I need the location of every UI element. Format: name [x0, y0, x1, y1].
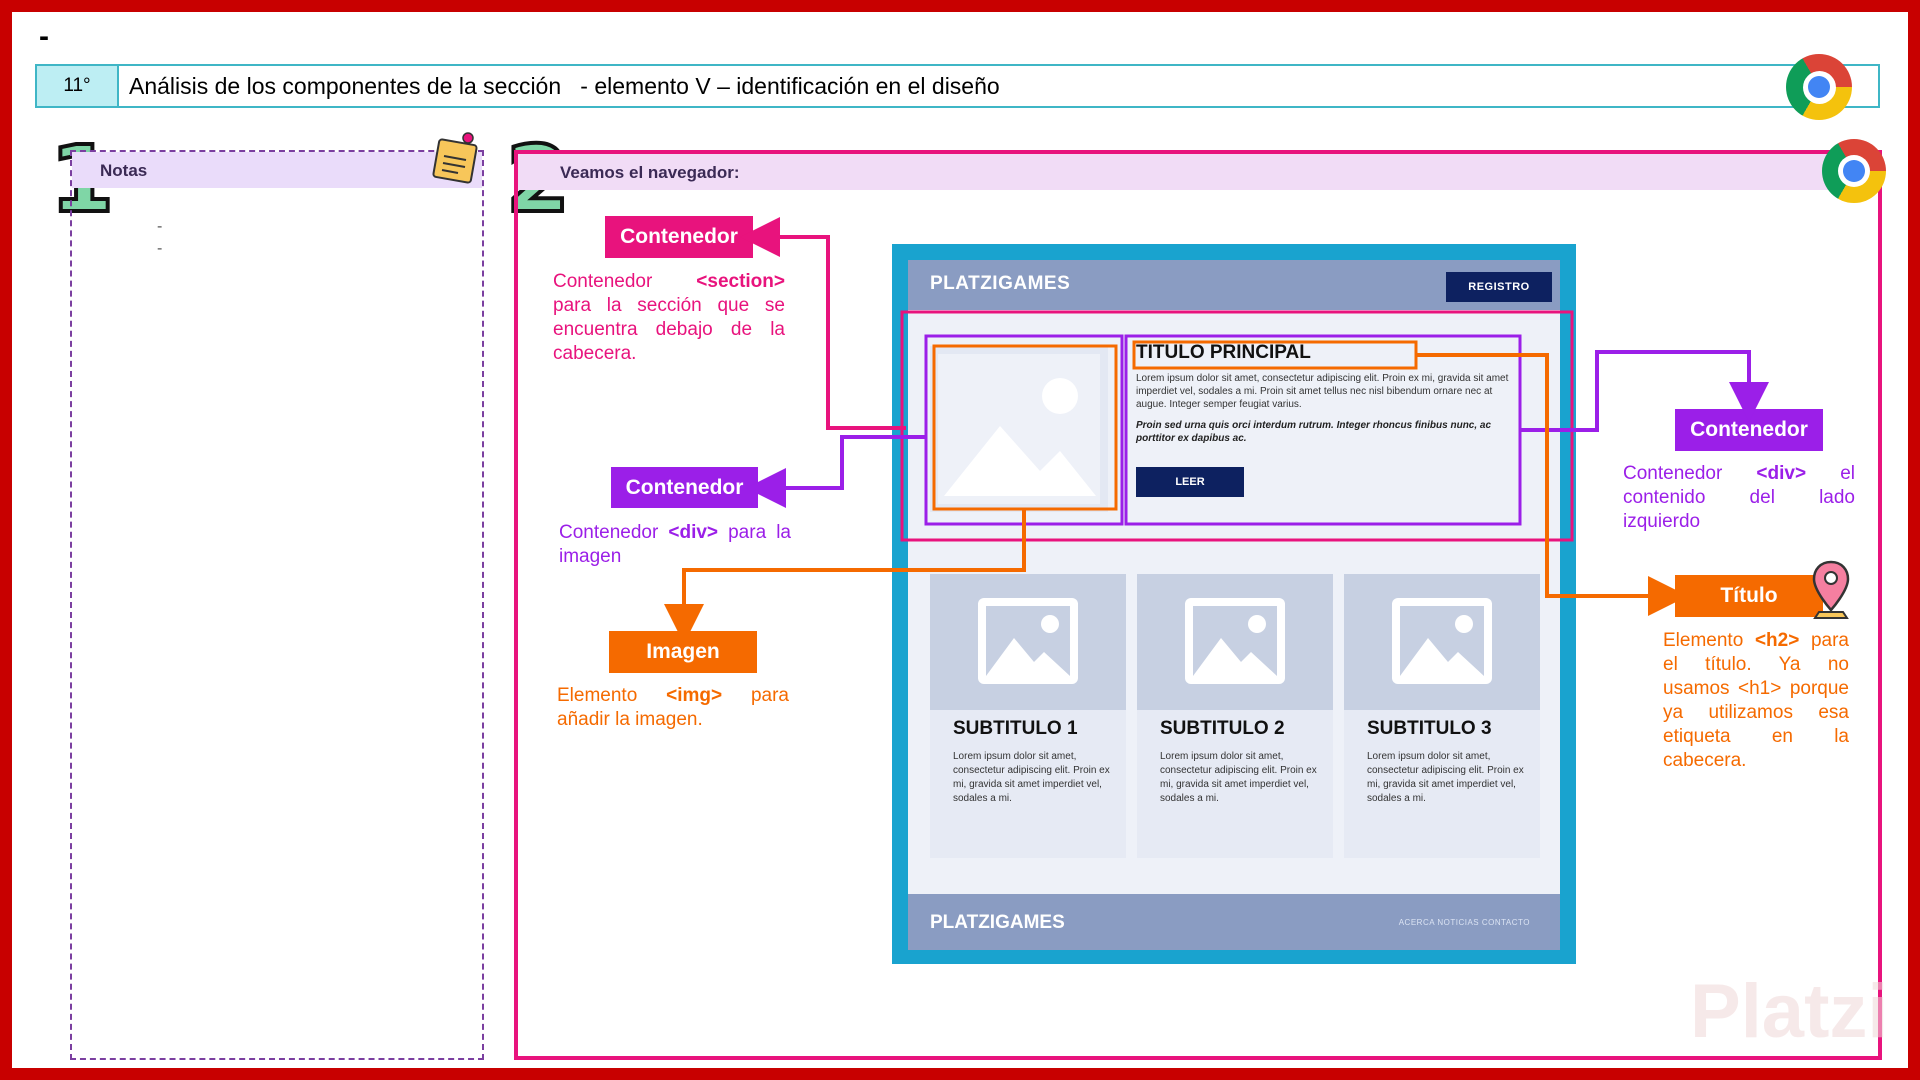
mockup-main-title: TITULO PRINCIPAL [1136, 342, 1311, 363]
image-placeholder-icon [1392, 598, 1492, 684]
div-image-tag: Contenedor [611, 467, 758, 508]
mockup-paragraph-bold: Proin sed urna quis orci interdum rutrum… [1136, 420, 1492, 444]
website-mockup-page: PLATZIGAMES REGISTRO TITULO PRINCIPAL Lo… [908, 260, 1560, 950]
card-text: Lorem ipsum dolor sit amet, consectetur … [1160, 751, 1317, 804]
mockup-footer: PLATZIGAMES ACERCA NOTICIAS CONTACTO [908, 894, 1560, 950]
browser-panel: Veamos el navegador: [514, 150, 1882, 1060]
image-placeholder-icon [1185, 598, 1285, 684]
card-subtitle: SUBTITULO 2 [1160, 718, 1285, 739]
div-content-tag: Contenedor [1675, 409, 1823, 451]
image-placeholder-icon [978, 598, 1078, 684]
mockup-card: SUBTITULO 1 Lorem ipsum dolor sit amet, … [930, 574, 1126, 858]
mockup-paragraph: Lorem ipsum dolor sit amet, consectetur … [1136, 373, 1509, 410]
mockup-footer-logo: PLATZIGAMES [930, 912, 1065, 933]
slide-title: Análisis de los componentes de la secció… [129, 72, 1000, 99]
slide-number: 11° [37, 66, 119, 106]
card-text: Lorem ipsum dolor sit amet, consectetur … [1367, 751, 1524, 804]
register-button: REGISTRO [1446, 272, 1552, 302]
card-image [1137, 574, 1333, 710]
notes-panel: Notas - - [70, 150, 484, 1060]
mockup-main-image [930, 346, 1108, 512]
h2-description: Elemento <h2> para el título. Ya no usam… [1663, 630, 1850, 771]
mockup-footer-links: ACERCA NOTICIAS CONTACTO [1398, 918, 1530, 927]
location-pin-icon [1812, 560, 1850, 619]
notes-line: - [157, 240, 163, 257]
h2-tag: Título [1675, 575, 1823, 617]
card-subtitle: SUBTITULO 3 [1367, 718, 1492, 739]
browser-panel-header [518, 154, 1878, 190]
div-content-description: Contenedor <div> el contenido del lado i… [1623, 463, 1855, 532]
image-placeholder-icon [938, 354, 1100, 504]
website-mockup: PLATZIGAMES REGISTRO TITULO PRINCIPAL Lo… [892, 244, 1576, 964]
platzi-watermark: Platzi [1690, 969, 1889, 1054]
sticky-note-icon [432, 132, 478, 184]
card-subtitle: SUBTITULO 1 [953, 718, 1078, 739]
card-image [1344, 574, 1540, 710]
notes-line: - [157, 218, 163, 235]
mockup-logo: PLATZIGAMES [930, 273, 1071, 294]
mockup-card: SUBTITULO 3 Lorem ipsum dolor sit amet, … [1344, 574, 1540, 858]
mockup-header: PLATZIGAMES REGISTRO [908, 260, 1560, 310]
chrome-icon [1822, 139, 1886, 203]
mockup-card: SUBTITULO 2 Lorem ipsum dolor sit amet, … [1137, 574, 1333, 858]
img-description: Elemento <img> para añadir la imagen. [557, 685, 789, 730]
section-description: Contenedor <section> para la sección que… [553, 271, 785, 364]
slide-dash: - [39, 20, 49, 53]
div-image-description: Contenedor <div> para la imagen [559, 522, 791, 567]
slide-header: 11° Análisis de los componentes de la se… [35, 64, 1880, 108]
chrome-icon [1786, 54, 1852, 120]
notes-header [72, 152, 482, 188]
card-text: Lorem ipsum dolor sit amet, consectetur … [953, 751, 1110, 804]
card-image [930, 574, 1126, 710]
notes-label: Notas [100, 161, 148, 180]
browser-panel-label: Veamos el navegador: [560, 163, 740, 182]
section-tag: Contenedor [605, 216, 753, 258]
img-tag: Imagen [609, 631, 757, 673]
read-button: LEER [1136, 467, 1244, 497]
